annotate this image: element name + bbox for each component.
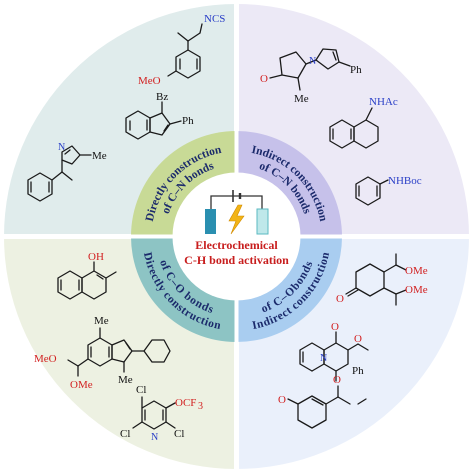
svg-text:Cl: Cl xyxy=(136,384,146,396)
svg-text:O: O xyxy=(260,73,268,85)
svg-text:MeO: MeO xyxy=(138,75,161,87)
molecule-nhboc-benzene: NHBoc xyxy=(355,175,422,206)
svg-text:Ph: Ph xyxy=(352,365,364,377)
svg-text:MeO: MeO xyxy=(34,353,57,365)
svg-text:3: 3 xyxy=(198,401,203,412)
svg-text:Ph: Ph xyxy=(350,64,362,76)
molecule-naphthol: OH xyxy=(57,251,117,300)
lightning-icon xyxy=(228,204,245,235)
svg-text:NHAc: NHAc xyxy=(369,96,398,108)
molecule-indene-acetal: Me MeO OMe Me xyxy=(34,315,171,391)
svg-text:O: O xyxy=(331,321,339,333)
molecule-nhac-tetralin: NHAc xyxy=(329,96,398,149)
svg-text:N: N xyxy=(309,56,316,67)
svg-text:Me: Me xyxy=(118,374,133,386)
svg-text:O: O xyxy=(278,394,286,406)
svg-text:Me: Me xyxy=(92,150,107,162)
molecule-pyrazole-ketone: O Me N Ph xyxy=(260,48,362,105)
svg-text:N: N xyxy=(320,353,327,364)
molecule-isothiocyanate: NCS MeO xyxy=(138,13,225,87)
center-title-line1: Electrochemical xyxy=(195,238,278,252)
molecule-chloropyridine: Cl OCF 3 Cl Cl N xyxy=(120,384,203,443)
center-title-line2: C-H bond activation xyxy=(184,253,289,267)
svg-text:O: O xyxy=(354,333,362,345)
svg-text:OCF: OCF xyxy=(175,397,196,409)
svg-text:Cl: Cl xyxy=(174,428,184,440)
svg-text:N: N xyxy=(58,142,65,153)
svg-text:OMe: OMe xyxy=(405,284,428,296)
molecule-tetrazole: N Me xyxy=(27,142,107,202)
svg-text:OH: OH xyxy=(88,251,104,263)
svg-text:OMe: OMe xyxy=(70,379,93,391)
svg-text:O: O xyxy=(333,374,341,386)
svg-text:Bz: Bz xyxy=(156,91,168,103)
molecule-indene-bz: Bz Ph xyxy=(125,91,194,140)
svg-text:Me: Me xyxy=(294,93,309,105)
svg-text:Me: Me xyxy=(94,315,109,327)
molecule-cyclohexenone-ester: O O xyxy=(278,374,367,429)
svg-text:NCS: NCS xyxy=(204,13,225,25)
center-circle xyxy=(172,172,301,301)
svg-text:OMe: OMe xyxy=(405,265,428,277)
molecule-cyclohexanone-diester: O OMe OMe xyxy=(336,253,428,306)
svg-text:Ph: Ph xyxy=(182,115,194,127)
molecule-pyridopyrimidinone: O O N Ph xyxy=(299,321,369,382)
electrochemical-cell-icon xyxy=(205,190,269,235)
svg-text:N: N xyxy=(151,432,158,443)
svg-text:O: O xyxy=(336,293,344,305)
svg-text:Cl: Cl xyxy=(120,428,130,440)
svg-text:NHBoc: NHBoc xyxy=(388,175,422,187)
